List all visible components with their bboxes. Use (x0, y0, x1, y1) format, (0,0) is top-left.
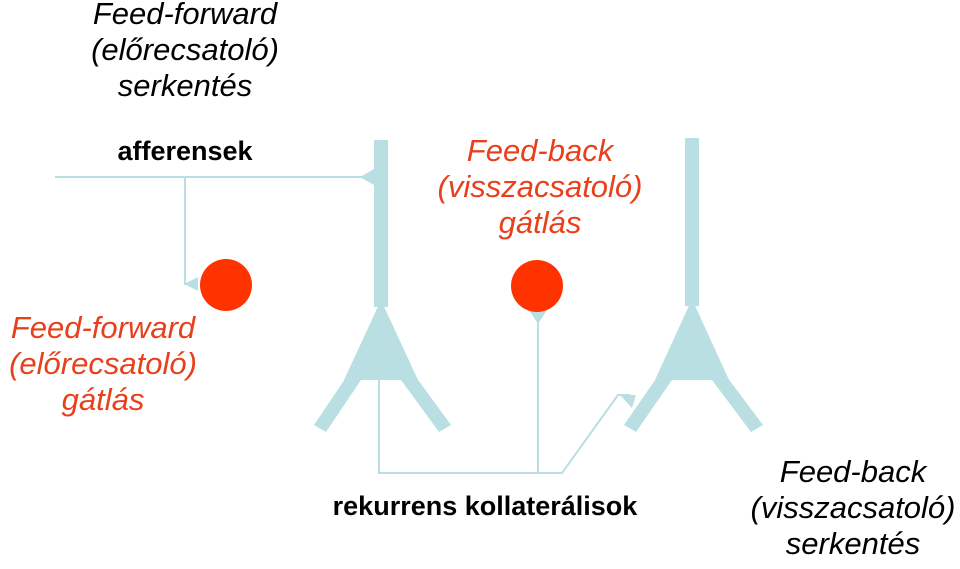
afferent-branch-to-ff-interneuron (184, 177, 198, 285)
fb-interneuron-synapse-terminal (529, 310, 547, 324)
fb-excitation-label: Feed-back (visszacsatoló) serkentés (750, 454, 956, 561)
ff-interneuron (200, 259, 252, 311)
collateral-synapse-terminal (620, 395, 636, 408)
ff-inhibition-label: Feed-forward (előrecsatoló) gátlás (9, 310, 197, 417)
pyramidal-neuron-2 (624, 138, 763, 432)
recurrent-collaterals-label: rekurrens kollaterálisok (332, 491, 638, 521)
afferent-synapse-terminal (360, 169, 374, 185)
ff-excitation-label: Feed-forward (előrecsatoló) serkentés (91, 0, 279, 103)
fb-inhibition-label: Feed-back (visszacsatoló) gátlás (437, 133, 643, 240)
pyramidal-neuron-1 (314, 140, 451, 432)
afferents-label: afferensek (117, 136, 253, 166)
fb-interneuron (511, 260, 563, 312)
ff-interneuron-synapse-terminal (184, 277, 198, 291)
